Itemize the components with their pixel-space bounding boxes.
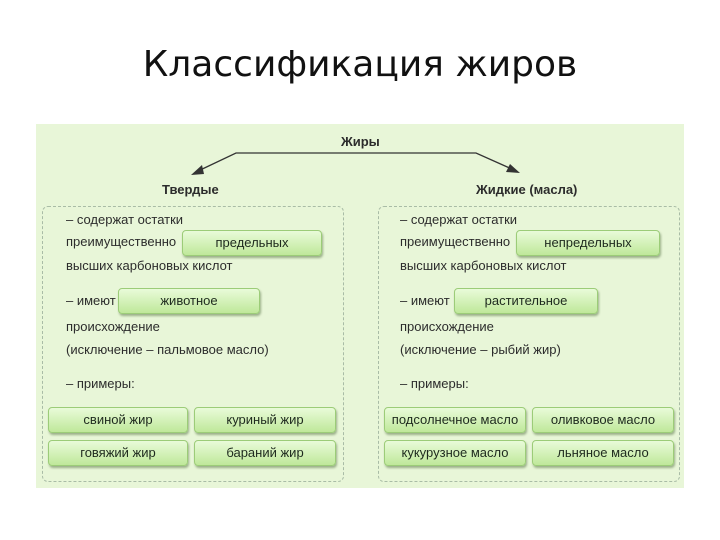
slide-title: Классификация жиров	[142, 44, 578, 85]
solid-origin-pill: животное	[118, 288, 260, 314]
solid-box	[42, 206, 344, 482]
liquid-heading: Жидкие (масла)	[476, 182, 578, 197]
solid-line7: – примеры:	[66, 376, 135, 391]
solid-example: свиной жир	[48, 407, 188, 433]
liquid-origin-pill: растительное	[454, 288, 598, 314]
liquid-line5: происхождение	[400, 319, 494, 334]
solid-line3: высших карбоновых кислот	[66, 258, 233, 273]
liquid-line2: преимущественно	[400, 234, 511, 249]
solid-heading: Твердые	[162, 182, 219, 197]
solid-line5: происхождение	[66, 319, 160, 334]
liquid-line6: (исключение – рыбий жир)	[400, 342, 561, 357]
solid-line2: преимущественно	[66, 234, 177, 249]
solid-example: говяжий жир	[48, 440, 188, 466]
liquid-acid-pill: непредельных	[516, 230, 660, 256]
solid-example: куриный жир	[194, 407, 336, 433]
liquid-line1: – содержат остатки	[400, 212, 518, 227]
liquid-line7: – примеры:	[400, 376, 469, 391]
solid-line6: (исключение – пальмовое масло)	[66, 342, 269, 357]
liquid-example: льняное масло	[532, 440, 674, 466]
branch-arrows	[191, 152, 520, 175]
liquid-example: оливковое масло	[532, 407, 674, 433]
solid-line4: – имеют	[66, 293, 116, 308]
diagram-panel: Жиры Твердые – содержат остатки преимуще…	[36, 124, 684, 488]
liquid-example: кукурузное масло	[384, 440, 526, 466]
root-label: Жиры	[341, 134, 380, 149]
liquid-box	[378, 206, 680, 482]
liquid-line4: – имеют	[400, 293, 450, 308]
solid-example: бараний жир	[194, 440, 336, 466]
liquid-example: подсолнечное масло	[384, 407, 526, 433]
liquid-line3: высших карбоновых кислот	[400, 258, 567, 273]
solid-acid-pill: предельных	[182, 230, 322, 256]
solid-line1: – содержат остатки	[66, 212, 184, 227]
